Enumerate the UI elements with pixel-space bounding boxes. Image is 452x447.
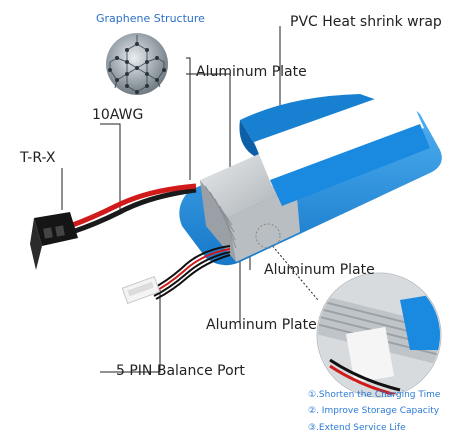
battery-pack xyxy=(179,88,442,266)
inset-detail-circle xyxy=(316,272,442,398)
label-aluminum-plate-bottom: Aluminum Plate xyxy=(206,317,317,333)
label-aluminum-plate-mid: Aluminum Plate xyxy=(264,262,375,278)
graphene-structure-icon xyxy=(106,33,168,95)
label-connector: T-R-X xyxy=(20,150,56,166)
balance-wires xyxy=(149,245,231,300)
trx-connector xyxy=(30,212,78,270)
label-balance-port: 5 PIN Balance Port xyxy=(116,363,245,379)
benefit-item-3: ③.Extend Service Life xyxy=(308,423,406,433)
balance-connector xyxy=(121,276,161,304)
main-power-wires xyxy=(69,183,197,235)
label-aluminum-plate-top: Aluminum Plate xyxy=(196,64,307,80)
label-awg: 10AWG xyxy=(92,107,144,123)
benefit-item-2: ②. Improve Storage Capacity xyxy=(308,406,440,416)
label-pvc-wrap: PVC Heat shrink wrap xyxy=(290,14,442,30)
label-graphene-structure: Graphene Structure xyxy=(96,12,205,25)
benefit-item-1: ①.Shorten the Charging Time xyxy=(308,390,441,400)
magnify-marker xyxy=(255,223,281,249)
